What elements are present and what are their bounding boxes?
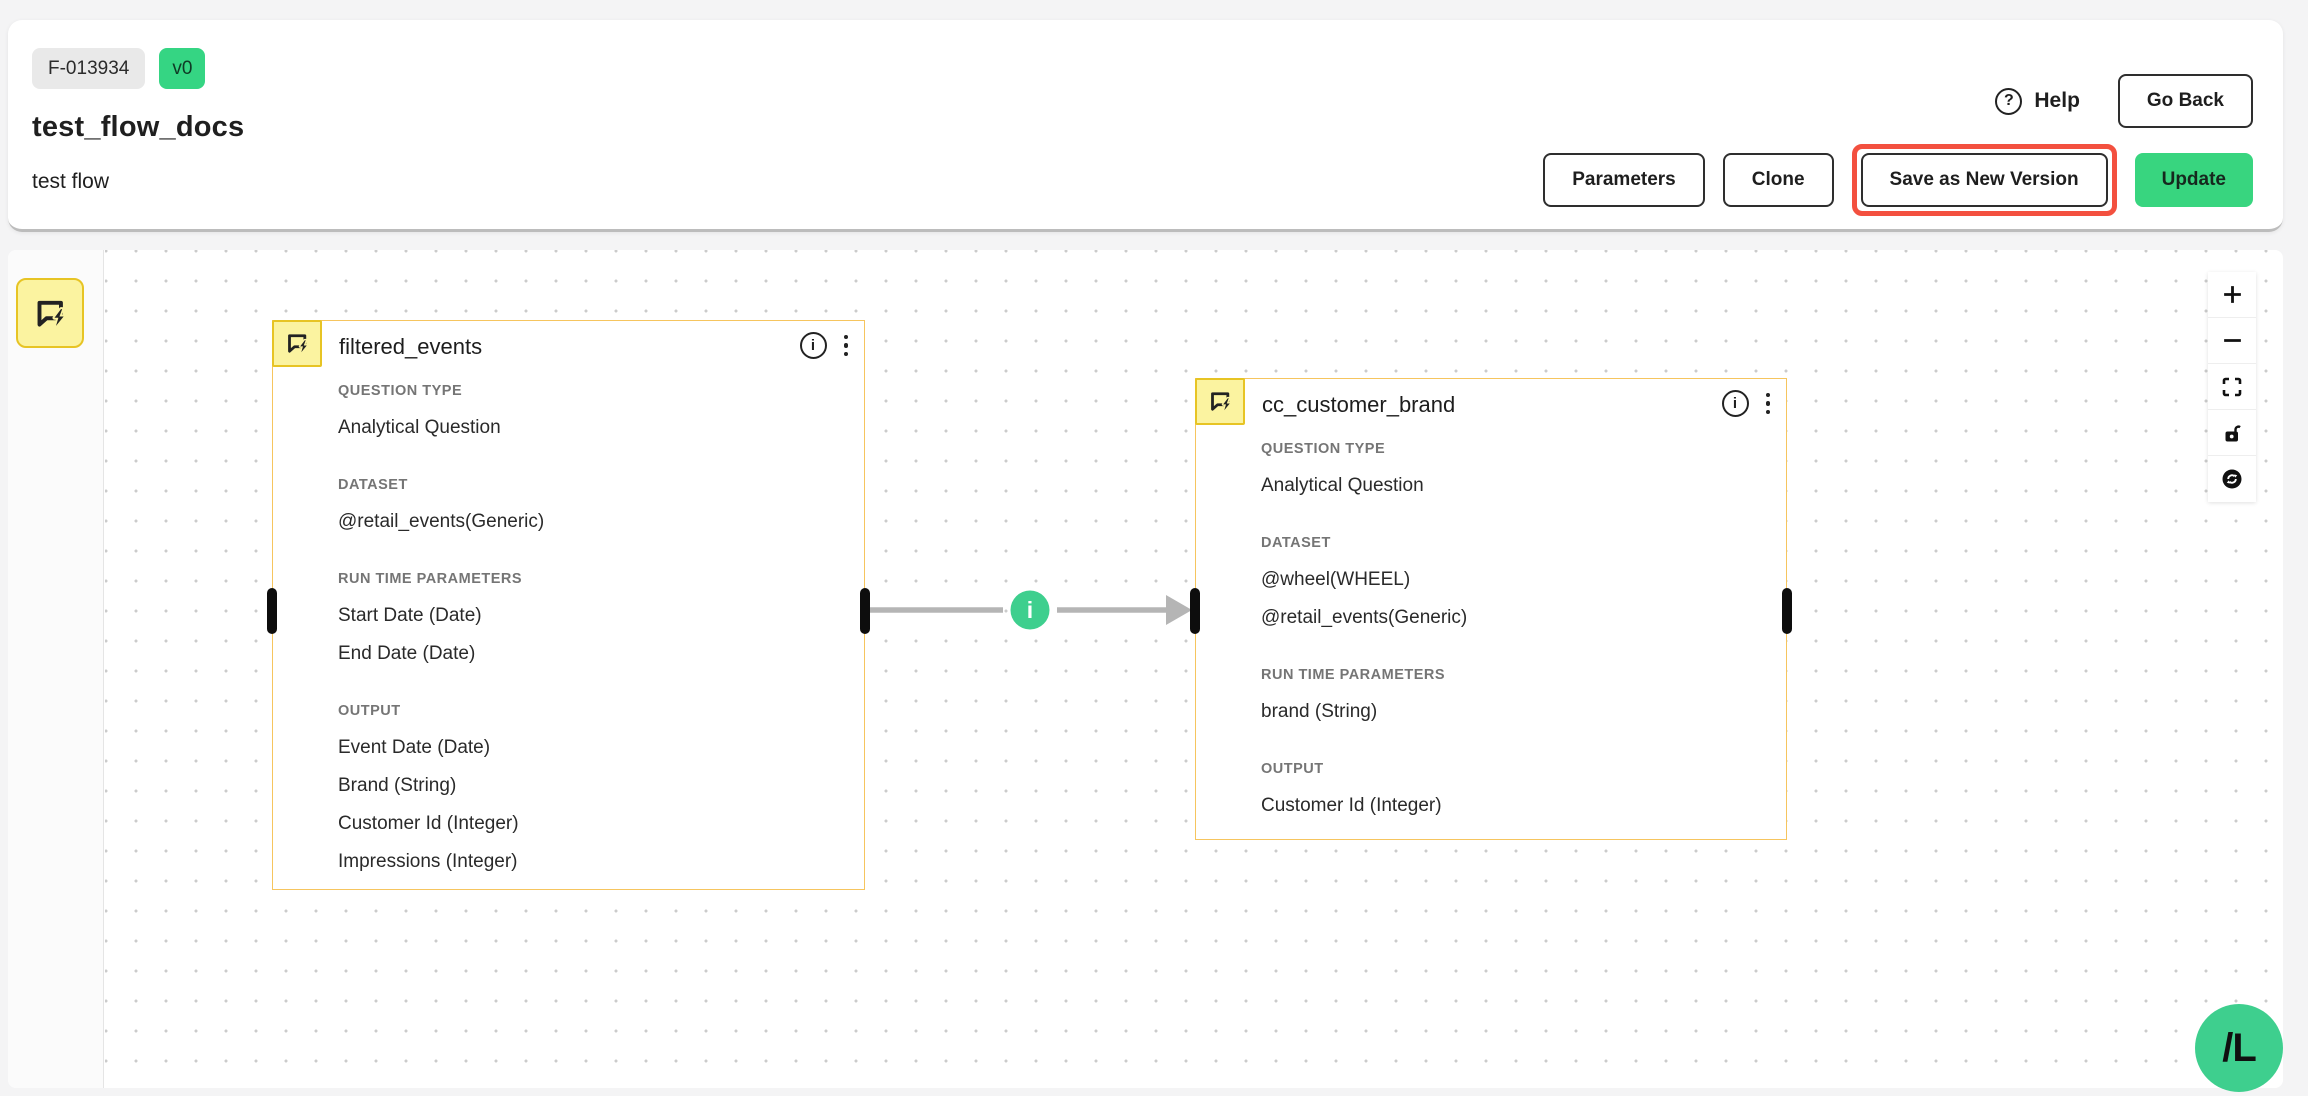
brand-logo-text: /L <box>2222 1025 2257 1070</box>
node-input-handle[interactable] <box>1190 588 1200 634</box>
node-section: DATASET @wheel(WHEEL) @retail_events(Gener… <box>1261 533 1766 637</box>
plus-icon <box>2223 286 2241 303</box>
clone-button[interactable]: Clone <box>1722 153 1834 207</box>
node-menu-icon[interactable] <box>1764 391 1773 417</box>
fit-view-icon <box>2222 377 2242 396</box>
section-label: DATASET <box>1261 535 1331 551</box>
save-as-new-version-highlight: Save as New Version <box>1851 144 2117 216</box>
section-value: Customer Id (Integer) <box>338 813 519 834</box>
header-actions-row-2: Parameters Clone Save as New Version Upd… <box>1543 144 2253 216</box>
help-icon: ? <box>1995 87 2023 115</box>
section-value: End Date (Date) <box>338 643 476 664</box>
chat-bolt-icon <box>287 334 308 354</box>
brand-chat-button[interactable]: /L <box>2195 1004 2283 1092</box>
flow-node-cc-customer-brand[interactable]: cc_customer_brand i QUESTION TYPE Analyti… <box>1190 377 1792 840</box>
section-value: @wheel(WHEEL) <box>1261 569 1411 590</box>
header-actions-row-1: ? Help Go Back <box>1995 74 2253 128</box>
section-value: Impressions (Integer) <box>338 851 518 872</box>
unlock-icon <box>2225 424 2241 441</box>
zoom-out-button[interactable] <box>2208 318 2256 364</box>
flow-id-badge: F-013934 <box>32 48 146 89</box>
section-label: RUN TIME PARAMETERS <box>338 571 523 587</box>
node-palette-sidebar <box>8 250 104 1088</box>
version-badge: v0 <box>159 48 206 89</box>
section-value: @retail_events(Generic) <box>1261 607 1468 628</box>
section-value: brand (String) <box>1261 701 1378 722</box>
node-output-handle[interactable] <box>860 588 870 634</box>
edge-info-badge[interactable]: i <box>1010 590 1050 630</box>
section-label: OUTPUT <box>338 703 401 719</box>
chat-bolt-icon <box>37 300 66 328</box>
node-section: RUN TIME PARAMETERS Start Date (Date) End … <box>338 569 844 673</box>
reset-button[interactable] <box>2208 456 2256 502</box>
node-actions: i <box>1721 390 1773 417</box>
section-label: QUESTION TYPE <box>1261 441 1386 457</box>
node-menu-icon[interactable] <box>842 333 851 359</box>
node-input-handle[interactable] <box>267 588 277 634</box>
node-output-handle[interactable] <box>1782 588 1792 634</box>
node-section: QUESTION TYPE Analytical Question <box>338 381 844 447</box>
section-value: Brand (String) <box>338 775 457 796</box>
page-title: test_flow_docs <box>32 111 245 143</box>
zoom-in-button[interactable] <box>2208 272 2256 318</box>
node-title: cc_customer_brand <box>1262 392 1456 417</box>
node-section: RUN TIME PARAMETERS brand (String) <box>1261 665 1766 731</box>
reset-icon <box>2222 469 2242 489</box>
section-label: RUN TIME PARAMETERS <box>1261 667 1446 683</box>
parameters-button[interactable]: Parameters <box>1543 153 1705 207</box>
minus-icon <box>2223 339 2241 342</box>
badge-row: F-013934 v0 <box>32 48 244 89</box>
node-section: OUTPUT Customer Id (Integer) <box>1261 759 1766 825</box>
section-value: Event Date (Date) <box>338 737 491 758</box>
section-value: Customer Id (Integer) <box>1261 795 1442 816</box>
node-title: filtered_events <box>339 334 483 359</box>
section-value: Analytical Question <box>338 417 501 438</box>
section-label: DATASET <box>338 477 408 493</box>
flow-node-filtered-events[interactable]: filtered_events i QUESTION TYPE Analytica… <box>267 319 870 890</box>
node-info-icon[interactable]: i <box>799 332 827 359</box>
help-label: Help <box>2034 89 2080 112</box>
section-value: Start Date (Date) <box>338 605 482 626</box>
node-actions: i <box>799 332 851 359</box>
edge-info-label: i <box>1027 597 1033 623</box>
section-label: OUTPUT <box>1261 761 1324 777</box>
flow-canvas[interactable]: i filtered_events i QUESTION TYPE Analyti… <box>8 250 2283 1088</box>
update-button[interactable]: Update <box>2134 153 2253 207</box>
node-section: OUTPUT Event Date (Date) Brand (String) Cus… <box>338 701 844 881</box>
flow-description: test flow <box>32 170 110 193</box>
go-back-button[interactable]: Go Back <box>2117 74 2253 128</box>
lock-button[interactable] <box>2208 410 2256 456</box>
fit-view-button[interactable] <box>2208 364 2256 410</box>
canvas-controls <box>2208 272 2256 502</box>
analytical-question-tool-button[interactable] <box>16 278 84 348</box>
section-value: Analytical Question <box>1261 475 1424 496</box>
node-info-icon[interactable]: i <box>1721 390 1749 417</box>
flow-header: F-013934 v0 test_flow_docs test flow ? H… <box>8 20 2283 232</box>
save-as-new-version-button[interactable]: Save as New Version <box>1860 153 2108 207</box>
node-section: DATASET @retail_events(Generic) <box>338 475 844 541</box>
help-button[interactable]: ? Help <box>1995 87 2080 115</box>
node-section: QUESTION TYPE Analytical Question <box>1261 439 1766 505</box>
node-type-icon-badge <box>271 319 322 367</box>
section-label: QUESTION TYPE <box>338 383 463 399</box>
header-actions: ? Help Go Back Parameters Clone Save as … <box>1543 74 2253 216</box>
node-type-icon-badge <box>1194 377 1245 425</box>
flow-meta: F-013934 v0 test_flow_docs test flow <box>32 48 244 194</box>
section-value: @retail_events(Generic) <box>338 511 545 532</box>
chat-bolt-icon <box>1210 392 1231 412</box>
